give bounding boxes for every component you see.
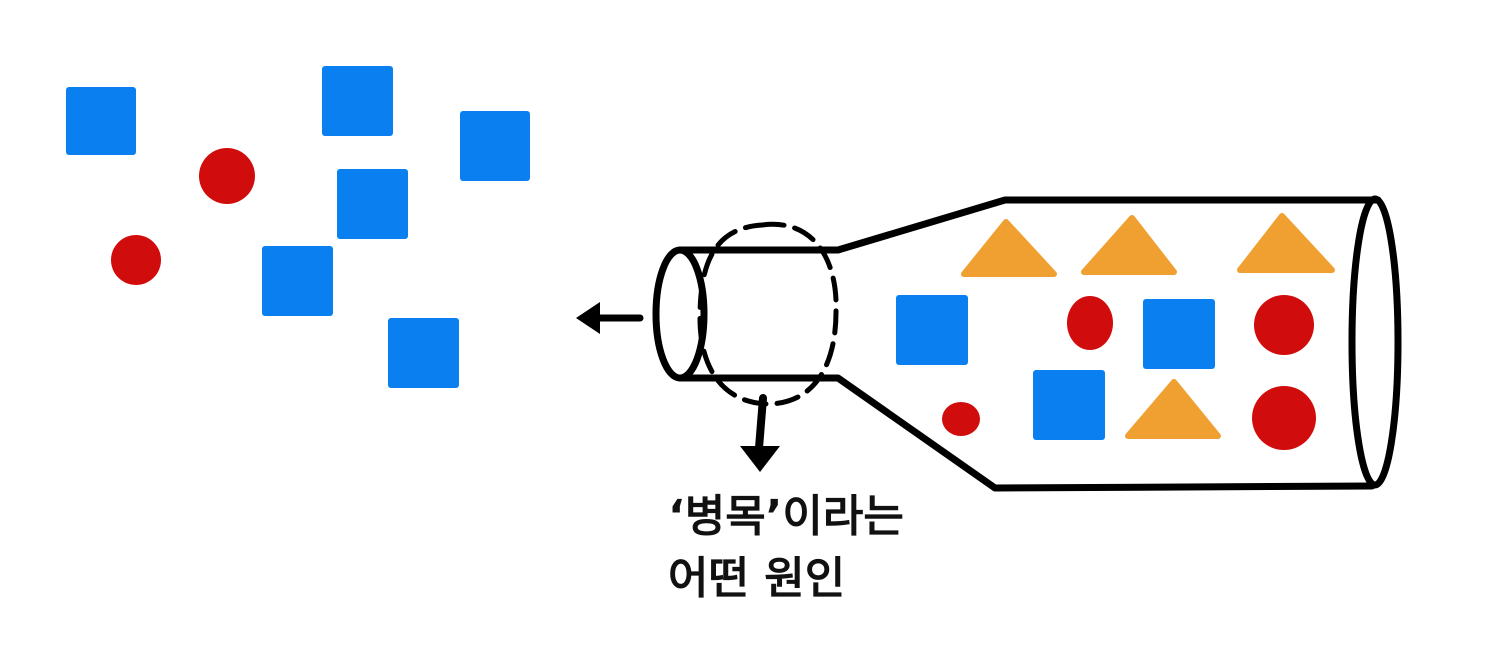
blue-square-icon — [66, 87, 136, 155]
bottle-neck-bottom-edge — [676, 374, 1376, 492]
blue-square-icon — [262, 246, 333, 316]
bottle-mouth-opening — [652, 246, 708, 382]
outflow-arrow — [576, 302, 644, 334]
cause-arrow — [740, 394, 780, 472]
orange-triangle-icon — [1237, 213, 1335, 273]
red-circle-icon — [1252, 386, 1316, 450]
blue-square-icon — [388, 318, 459, 388]
arrow-left-icon — [576, 302, 600, 334]
blue-square-icon — [896, 295, 968, 365]
orange-triangle-icon — [1081, 215, 1177, 275]
arrow-down-icon — [740, 446, 780, 472]
bottle — [652, 195, 1402, 492]
red-circle-icon — [1067, 296, 1113, 350]
blue-square-icon — [1143, 299, 1215, 369]
red-circle-icon — [942, 402, 980, 436]
bottle-base-opening — [1348, 195, 1402, 489]
blue-square-icon — [337, 169, 408, 239]
bottleneck-caption: ‘병목’이라는 어떤 원인 — [668, 486, 904, 610]
bottleneck-dashed-circle — [697, 221, 839, 407]
outflow-shapes — [66, 66, 530, 388]
bottle-contents — [896, 213, 1335, 450]
blue-square-icon — [1033, 370, 1105, 440]
bottle-neck-top-edge — [676, 196, 1382, 254]
red-circle-icon — [111, 235, 161, 285]
caption-line-1: ‘병목’이라는 — [668, 491, 904, 542]
red-circle-icon — [1254, 295, 1314, 355]
blue-square-icon — [322, 66, 393, 136]
red-circle-icon — [199, 148, 255, 204]
orange-triangle-icon — [961, 219, 1057, 277]
blue-square-icon — [460, 111, 530, 181]
orange-triangle-icon — [1125, 379, 1221, 439]
caption-line-2: 어떤 원인 — [668, 553, 846, 604]
